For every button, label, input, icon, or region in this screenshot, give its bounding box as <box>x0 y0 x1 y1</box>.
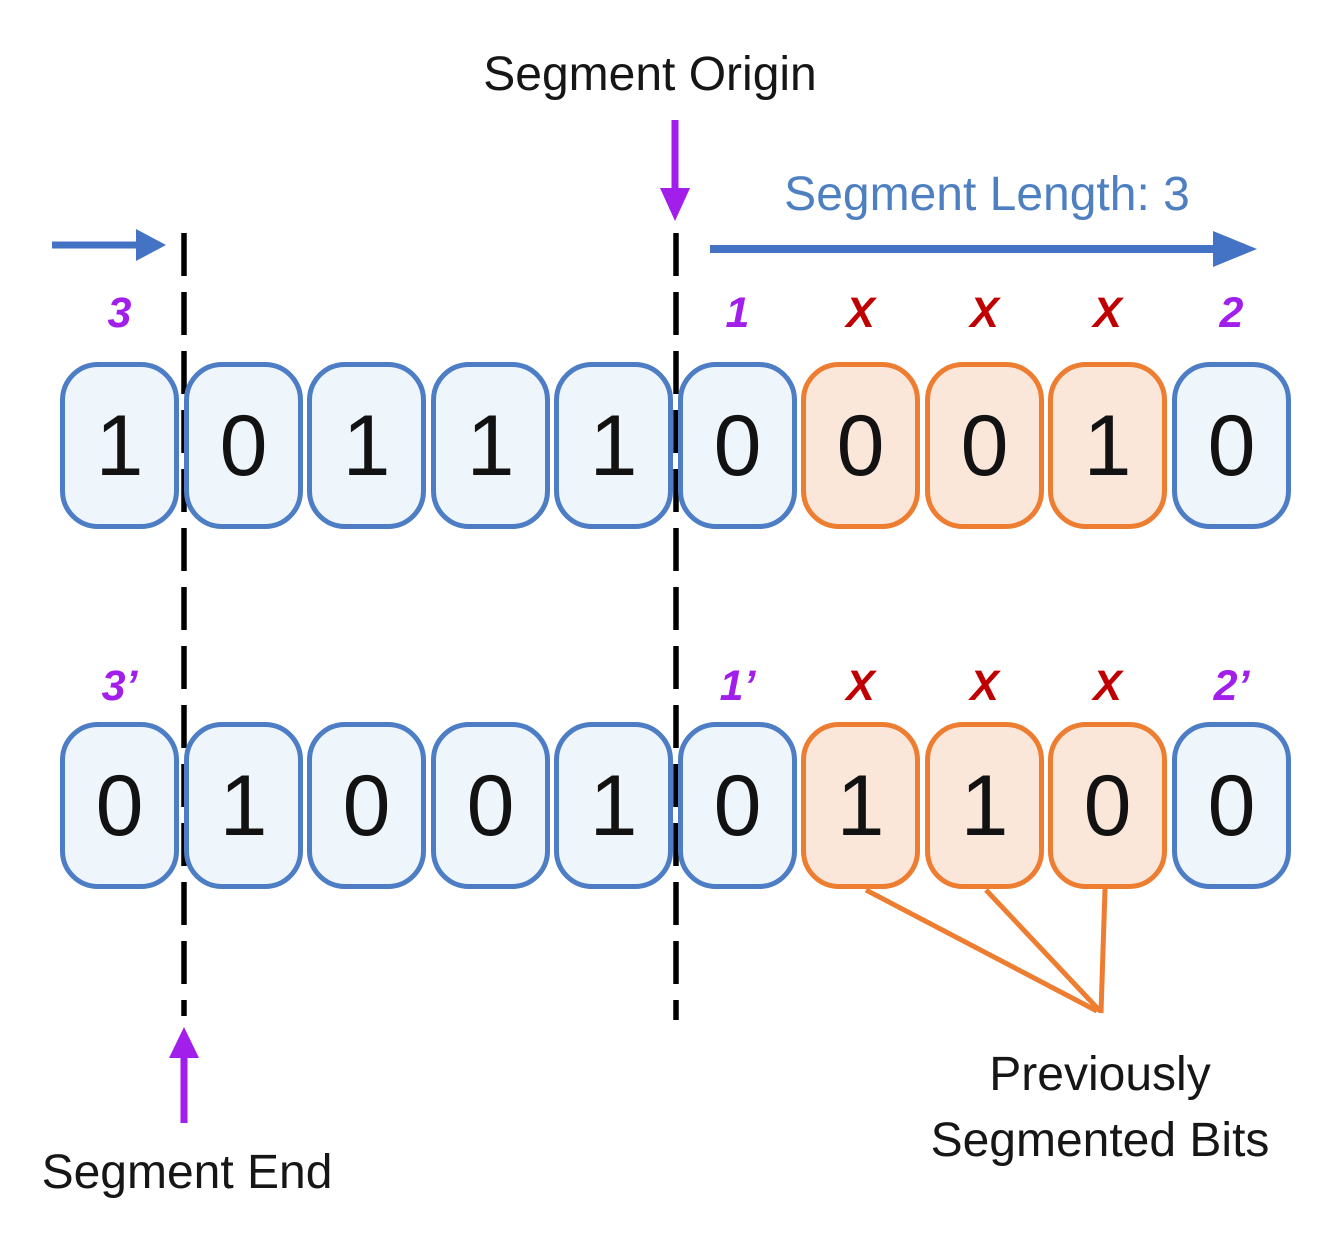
bit-cell: 1 <box>554 722 673 889</box>
segmented-bits-connector-1 <box>864 887 1099 1014</box>
segment-origin-label: Segment Origin <box>483 48 817 101</box>
bit-cell: 0 <box>60 722 179 889</box>
bit-cell: 1 <box>554 362 673 529</box>
previously-segmented-bits-label: Previously Segmented Bits <box>900 1042 1300 1174</box>
bit-cell-previously-segmented: 0 <box>925 362 1044 529</box>
bit-cell: 1 <box>431 362 550 529</box>
marker-x-1: X <box>846 289 875 337</box>
marker-x-2: X <box>970 289 999 337</box>
segment-length-label: Segment Length: 3 <box>784 168 1190 221</box>
bit-cell: 0 <box>431 722 550 889</box>
previously-segmented-bits-line2: Segmented Bits <box>930 1114 1270 1168</box>
bit-cell: 0 <box>1172 722 1291 889</box>
marker-segment-2-prime: 2’ <box>1213 662 1250 710</box>
segmented-bits-connector-2 <box>984 888 1102 1013</box>
bit-cell: 1 <box>184 722 303 889</box>
bit-cell: 0 <box>678 362 797 529</box>
marker-x-5: X <box>970 662 999 710</box>
scan-direction-arrow-head <box>136 229 166 261</box>
marker-segment-1-prime: 1’ <box>719 662 756 710</box>
marker-segment-1: 1 <box>725 289 750 337</box>
previously-segmented-bits-line1: Previously <box>989 1048 1211 1101</box>
bit-cell-previously-segmented: 0 <box>801 362 920 529</box>
marker-x-6: X <box>1093 662 1122 710</box>
bit-cell: 0 <box>1172 362 1291 529</box>
bit-cell-previously-segmented: 1 <box>801 722 920 889</box>
segment-length-arrow-head <box>1213 231 1257 267</box>
marker-segment-3-prime: 3’ <box>101 662 138 710</box>
marker-x-3: X <box>1093 289 1122 337</box>
segmented-bits-connector-3 <box>1098 888 1108 1014</box>
marker-segment-3: 3 <box>107 289 132 337</box>
bit-cell-previously-segmented: 1 <box>1048 362 1167 529</box>
bit-cell: 1 <box>307 362 426 529</box>
marker-segment-2: 2 <box>1219 289 1244 337</box>
segment-end-arrow-head <box>169 1027 199 1058</box>
bit-cell: 0 <box>678 722 797 889</box>
bit-cell: 1 <box>60 362 179 529</box>
marker-x-4: X <box>846 662 875 710</box>
segment-end-label: Segment End <box>41 1146 333 1199</box>
bit-cell: 0 <box>184 362 303 529</box>
bit-cell-previously-segmented: 1 <box>925 722 1044 889</box>
bit-cell-previously-segmented: 0 <box>1048 722 1167 889</box>
segment-origin-arrow-head <box>660 188 690 221</box>
bit-cell: 0 <box>307 722 426 889</box>
